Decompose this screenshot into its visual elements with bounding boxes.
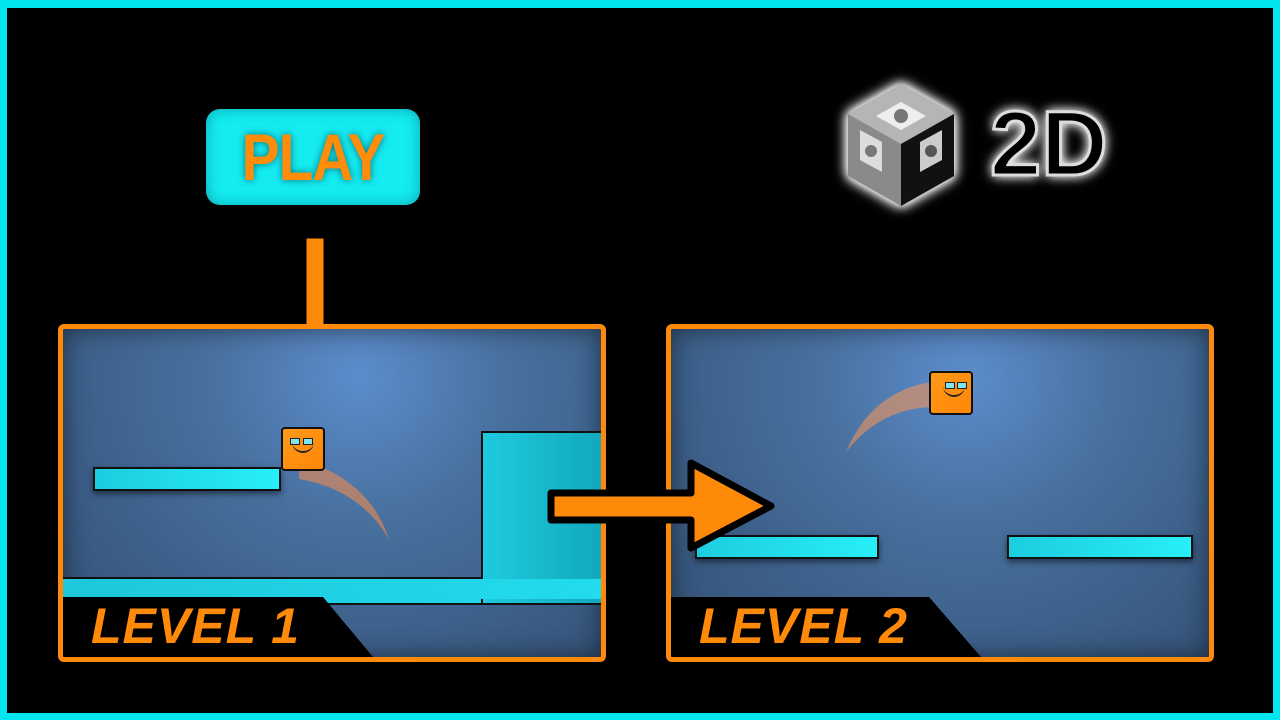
level-2-preview: LEVEL 2: [666, 324, 1214, 662]
player-cube: [281, 427, 325, 471]
right-platform: [1007, 535, 1193, 559]
jump-trail: [846, 382, 936, 452]
level-1-label: LEVEL 1: [91, 598, 300, 654]
unity-logo-icon: [848, 84, 954, 206]
floating-platform: [93, 467, 281, 491]
level-1-preview: LEVEL 1: [58, 324, 606, 662]
smile-icon: [943, 385, 965, 397]
player-cube: [929, 371, 973, 415]
level-label-band: [63, 597, 373, 657]
level-label-band: [671, 597, 981, 657]
level-2-label: LEVEL 2: [699, 598, 908, 654]
play-button-label: PLAY: [241, 120, 386, 194]
play-button[interactable]: PLAY: [206, 109, 420, 205]
jump-trail: [299, 459, 389, 539]
smile-icon: [292, 441, 314, 453]
2d-label: 2D: [989, 93, 1110, 195]
right-arrow-icon: [547, 459, 775, 552]
